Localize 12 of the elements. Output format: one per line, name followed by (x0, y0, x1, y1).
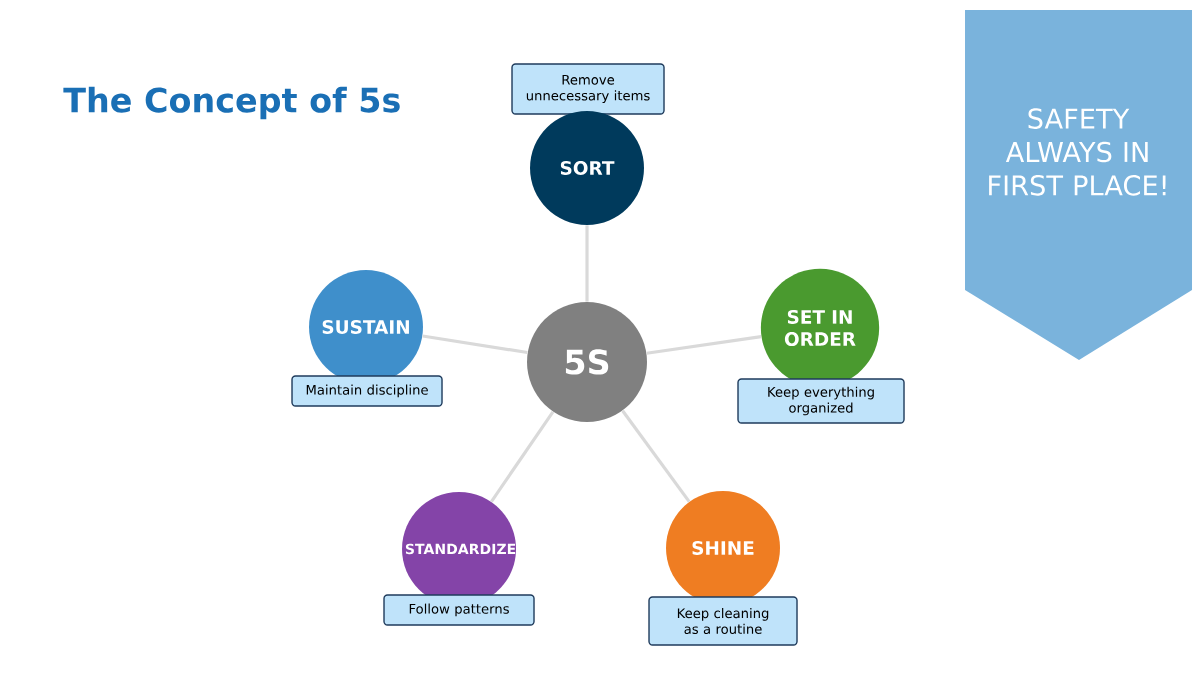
connector-line (422, 334, 528, 355)
title: The Concept of 5s (63, 86, 400, 120)
banner: SAFETY ALWAYS IN FIRST PLACE! (965, 10, 1192, 360)
description-box: Keep cleaning as a routine (648, 596, 798, 646)
connector-line (621, 409, 691, 503)
connector-line (646, 335, 762, 355)
description-box: Keep everything organized (737, 378, 905, 424)
description-box: Remove unnecessary items (511, 63, 665, 115)
description-box: Follow patterns (383, 594, 535, 626)
connector-line (585, 225, 589, 302)
description-box: Maintain discipline (291, 375, 443, 407)
connector-line (490, 410, 555, 503)
